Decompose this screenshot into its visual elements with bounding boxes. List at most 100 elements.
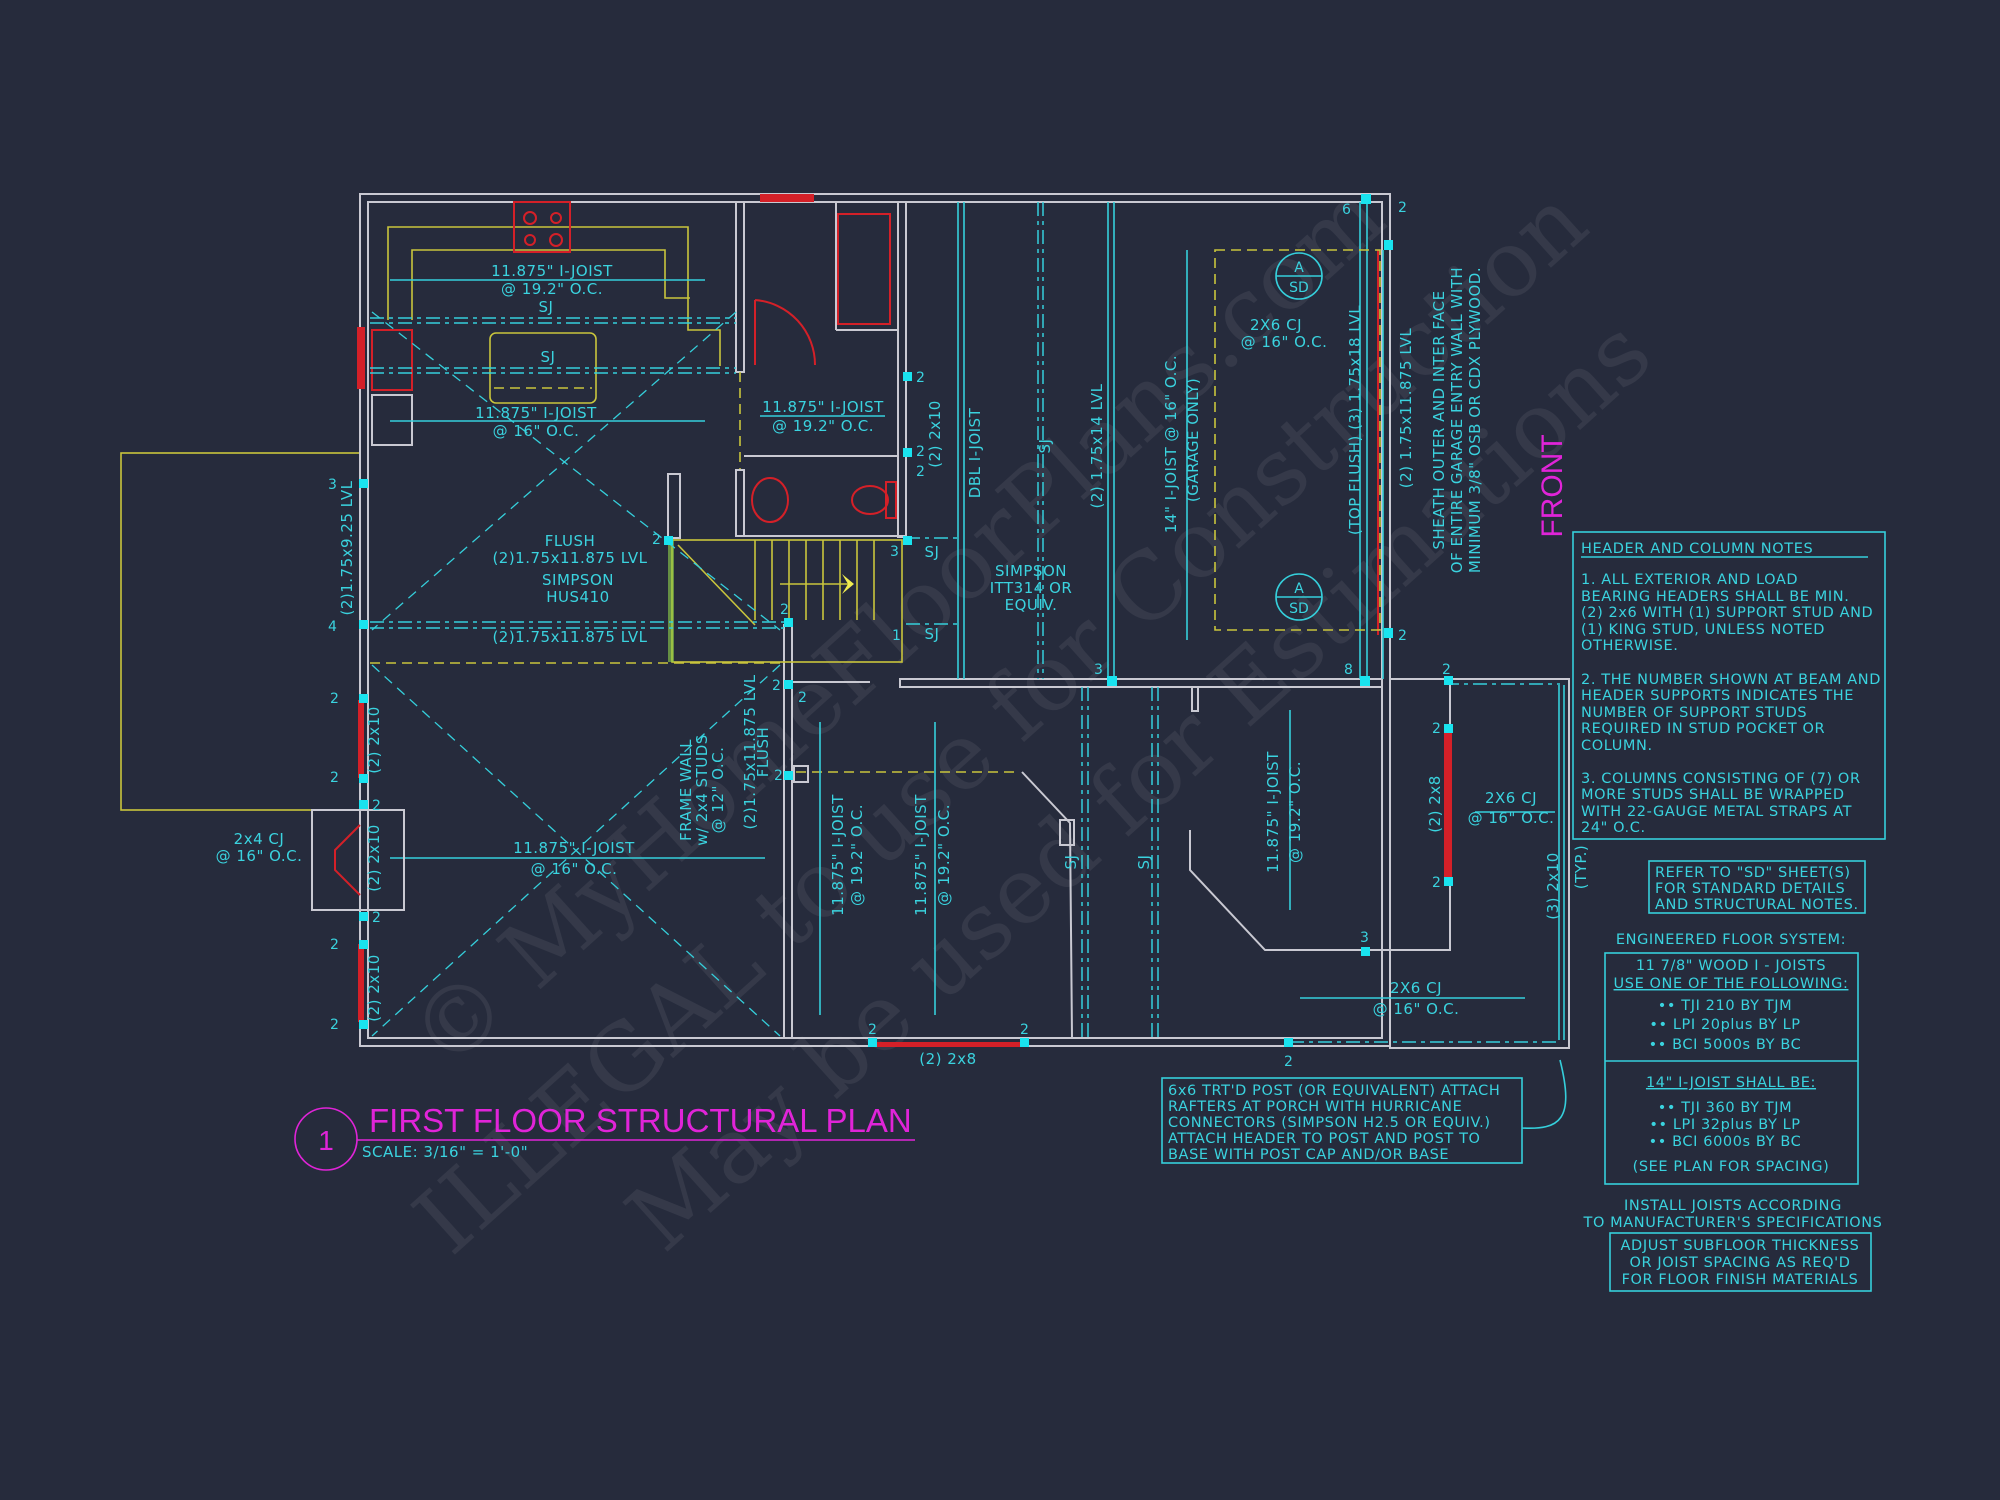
label: 11.875" I-JOIST xyxy=(1264,751,1282,873)
label: FLUSH xyxy=(754,727,772,778)
label: 11.875" I-JOIST xyxy=(475,404,597,422)
label: @ 16" O.C. xyxy=(531,860,618,878)
plan-labels-vertical: (2)1.75x9.25 LVL (2) 2x10 DBL I-JOIST SJ… xyxy=(338,267,1590,1022)
note-line: NUMBER OF SUPPORT STUDS xyxy=(1581,705,1807,721)
list-item: •• BCI 5000s BY BC xyxy=(1649,1037,1802,1053)
label: 2x4 CJ xyxy=(234,830,285,848)
label: SJ xyxy=(539,298,554,316)
label: 11.875" I-JOIST xyxy=(513,839,635,857)
stud-count: 2 xyxy=(330,770,339,786)
stud-count: 3 xyxy=(328,477,337,493)
note-line: 2. THE NUMBER SHOWN AT BEAM AND xyxy=(1581,672,1881,688)
marker-sheet: SD xyxy=(1289,280,1309,296)
stud-count: 2 xyxy=(780,602,789,618)
stud-count: 1 xyxy=(892,628,901,644)
note-line: HEADER SUPPORTS INDICATES THE xyxy=(1581,688,1854,704)
deck-outline xyxy=(120,452,361,811)
note-line: USE ONE OF THE FOLLOWING: xyxy=(1614,976,1849,992)
list-item: •• LPI 20plus BY LP xyxy=(1649,1017,1800,1033)
note-line: BASE WITH POST CAP AND/OR BASE xyxy=(1168,1147,1449,1163)
stud-counts: 6 2 2 2 3 2 2 2 3 8 2 2 3 4 2 2 2 2 2 2 … xyxy=(328,200,1451,1070)
stud-count: 2 xyxy=(1442,662,1451,678)
stud-count: 2 xyxy=(916,464,925,480)
label: @ 16" O.C. xyxy=(1468,809,1555,827)
stud-count: 2 xyxy=(1284,1054,1293,1070)
label: (2) 2x8 xyxy=(1426,775,1444,832)
plan-labels: 11.875" I-JOIST @ 19.2" O.C. SJ SJ 11.87… xyxy=(216,262,1555,1068)
label: (TYP.) xyxy=(1572,845,1590,890)
note-line: COLUMN. xyxy=(1581,738,1653,754)
note-line: WITH 22-GAUGE METAL STRAPS AT xyxy=(1581,804,1852,820)
toilet-icon xyxy=(851,485,889,515)
label: SJ xyxy=(1036,439,1054,454)
label: SJ xyxy=(1135,855,1153,870)
lavatory-icon xyxy=(751,477,789,523)
label: (GARAGE ONLY) xyxy=(1184,378,1202,502)
label: OF ENTIRE GARAGE ENTRY WALL WITH xyxy=(1448,267,1466,573)
label: (2)1.75x11.875 LVL xyxy=(741,674,759,829)
label: SJ xyxy=(541,348,556,366)
label: (3) 2x10 xyxy=(1544,852,1562,920)
header-column-notes: HEADER AND COLUMN NOTES 1. ALL EXTERIOR … xyxy=(1572,531,1886,840)
note-line: 3. COLUMNS CONSISTING OF (7) OR xyxy=(1581,771,1861,787)
stud-count: 2 xyxy=(1020,1022,1029,1038)
stud-count: 2 xyxy=(372,910,381,926)
notes-title: HEADER AND COLUMN NOTES xyxy=(1581,541,1813,557)
label: 2X6 CJ xyxy=(1390,979,1442,997)
fireplace xyxy=(311,809,405,911)
label: 11.875" I-JOIST xyxy=(491,262,613,280)
note-line: (2) 2x6 WITH (1) SUPPORT STUD AND xyxy=(1581,605,1873,621)
support-posts xyxy=(359,194,1453,1047)
watermark: © MyHomeFloorPlans.com ILLEGAL to use fo… xyxy=(390,161,1671,1274)
label: SJ xyxy=(1062,855,1080,870)
scale-text: SCALE: 3/16" = 1'-0" xyxy=(362,1143,528,1161)
label: (2)1.75x11.875 LVL xyxy=(492,549,647,567)
stud-count: 2 xyxy=(868,1022,877,1038)
note-line: 11 7/8" WOOD I - JOISTS xyxy=(1636,958,1826,974)
stud-count: 2 xyxy=(772,678,781,694)
marker-sheet: SD xyxy=(1289,601,1309,617)
drawing-title: 1 FIRST FLOOR STRUCTURAL PLAN SCALE: 3/1… xyxy=(294,1102,915,1171)
label: @ 19.2" O.C. xyxy=(935,804,953,906)
stud-count: 3 xyxy=(1094,662,1103,678)
note-line: AND STRUCTURAL NOTES. xyxy=(1655,897,1859,913)
label: @ 16" O.C. xyxy=(493,422,580,440)
list-item: •• LPI 32plus BY LP xyxy=(1649,1117,1800,1133)
note-line: ATTACH HEADER TO POST AND POST TO xyxy=(1168,1131,1481,1147)
label: EQUIV. xyxy=(1005,596,1058,614)
note-line: RAFTERS AT PORCH WITH HURRICANE xyxy=(1168,1099,1462,1115)
label: (2) 2x10 xyxy=(365,706,383,774)
note-line: MORE STUDS SHALL BE WRAPPED xyxy=(1581,787,1845,803)
section-marker-top: A SD xyxy=(1275,252,1323,300)
label: DBL I-JOIST xyxy=(966,407,984,498)
note-line: REQUIRED IN STUD POCKET OR xyxy=(1581,721,1825,737)
headers xyxy=(311,700,1452,1047)
floor-system-title: ENGINEERED FLOOR SYSTEM: xyxy=(1616,932,1846,948)
stud-count: 2 xyxy=(330,691,339,707)
label: MINIMUM 3/8" OSB OR CDX PLYWOOD. xyxy=(1466,267,1484,573)
label: 2X6 CJ xyxy=(1485,789,1537,807)
label: w/ 2x4 STUDS xyxy=(693,734,711,846)
label: @ 12" O.C. xyxy=(709,747,727,834)
note-line: REFER TO "SD" SHEET(S) xyxy=(1655,865,1851,881)
label: HUS410 xyxy=(546,588,609,606)
label: 14" I-JOIST @ 16" O.C. xyxy=(1162,355,1180,533)
label: SJ xyxy=(925,543,940,561)
label: @ 19.2" O.C. xyxy=(772,417,874,435)
range-icon xyxy=(513,201,571,253)
list-item: •• BCI 6000s BY BC xyxy=(1649,1134,1802,1150)
washer-dryer-icon xyxy=(837,213,891,325)
label: (TOP FLUSH) (3) 1.75x18 LVL xyxy=(1346,305,1364,535)
label: @ 19.2" O.C. xyxy=(848,804,866,906)
stud-count: 2 xyxy=(330,1017,339,1033)
label: SHEATH OUTER AND INTER FACE xyxy=(1430,290,1448,549)
header-red xyxy=(760,194,814,202)
marker-letter: A xyxy=(1294,260,1304,276)
note-line: (1) KING STUD, UNLESS NOTED xyxy=(1581,622,1825,638)
porch-note: 6x6 TRT'D POST (OR EQUIVALENT) ATTACH RA… xyxy=(1161,1059,1567,1164)
stud-count: 3 xyxy=(1360,930,1369,946)
label: 11.875" I-JOIST xyxy=(912,794,930,916)
stud-count: 2 xyxy=(916,370,925,386)
label: @ 16" O.C. xyxy=(1241,333,1328,351)
